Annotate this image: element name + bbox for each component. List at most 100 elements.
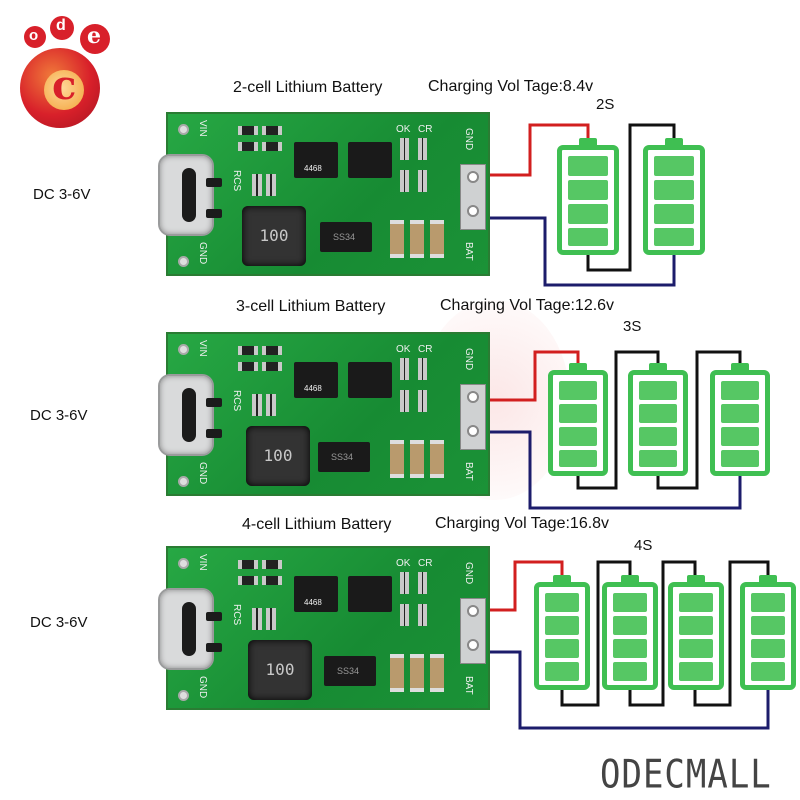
- battery-cell-1: [557, 138, 619, 255]
- silkscreen-ok: OK: [396, 558, 411, 569]
- wire-negative-4s: [488, 650, 770, 730]
- battery-cell-4: [740, 575, 796, 690]
- usb-c-port: [158, 154, 214, 236]
- board-component: [559, 427, 597, 446]
- board-component: [665, 138, 683, 145]
- inductor: 100: [242, 206, 306, 266]
- silkscreen-gnd: GND: [463, 128, 474, 151]
- board-component: [568, 228, 608, 246]
- board-component: [238, 362, 258, 371]
- board-component: [178, 476, 189, 487]
- board-component: [545, 639, 579, 658]
- board-component: [390, 220, 404, 258]
- battery-terminal: [460, 164, 486, 230]
- board-component: [759, 575, 777, 582]
- board-component: [410, 220, 424, 258]
- panel-1-charger-board: VIN RCS GND 4468 100 SS34 OK CR GND BAT: [158, 112, 490, 276]
- board-component: [731, 363, 749, 370]
- inductor: 100: [248, 640, 312, 700]
- board-component: [418, 390, 427, 412]
- board-component: [553, 575, 571, 582]
- board-component: [348, 362, 392, 398]
- board-component: [418, 572, 427, 594]
- silkscreen-ok: OK: [396, 124, 411, 135]
- battery-cell-2: [602, 575, 658, 690]
- wire-link-4s-2: [628, 560, 697, 707]
- board-component: [178, 690, 189, 701]
- silkscreen-diode: SS34: [337, 666, 360, 676]
- silkscreen-cr: CR: [418, 558, 433, 569]
- silkscreen-rcs: RCS: [231, 390, 242, 412]
- board-component: [44, 70, 84, 110]
- board-component: [178, 124, 189, 135]
- board-component: [178, 344, 189, 355]
- board-component: [639, 427, 677, 446]
- board-component: [430, 440, 444, 478]
- silkscreen-gnd: GND: [197, 242, 208, 265]
- battery-cell-3: [710, 363, 770, 476]
- board-component: [467, 391, 479, 403]
- panel-2-charging-voltage: Charging Vol Tage:12.6v: [440, 297, 615, 314]
- panel-1-input-voltage: DC 3-6V: [33, 186, 91, 203]
- board-component: [679, 662, 713, 681]
- wire-negative-3s: [488, 430, 742, 510]
- silkscreen-chip: 4468: [304, 598, 322, 607]
- wire-link-4s-1: [560, 560, 632, 707]
- board-component: [178, 558, 189, 569]
- board-component: [639, 381, 677, 400]
- board-component: [24, 26, 46, 48]
- board-component: [400, 390, 409, 412]
- board-component: [262, 362, 282, 371]
- silkscreen-chip: 4468: [304, 164, 322, 173]
- silkscreen-diode: SS34: [331, 452, 354, 462]
- panel-3-charging-voltage: Charging Vol Tage:16.8v: [435, 515, 610, 532]
- board-component: [206, 209, 222, 218]
- battery-cell-2: [628, 363, 688, 476]
- board-component: [206, 398, 222, 407]
- board-component: [80, 24, 110, 54]
- board-component: [751, 616, 785, 635]
- board-component: [262, 346, 282, 355]
- logo-letter-o: o: [29, 27, 39, 44]
- wire-link-2s-1: [586, 123, 676, 272]
- panel-3-series-label: 4S: [634, 537, 653, 554]
- board-component: [390, 654, 404, 692]
- board-component: [579, 138, 597, 145]
- board-component: [430, 654, 444, 692]
- panel-1-charging-voltage: Charging Vol Tage:8.4v: [428, 78, 594, 95]
- silkscreen-bat: BAT: [463, 462, 474, 481]
- panel-2-input-voltage: DC 3-6V: [30, 407, 88, 424]
- board-component: [569, 363, 587, 370]
- board-component: [751, 662, 785, 681]
- board-component: [649, 363, 667, 370]
- board-component: [294, 576, 338, 612]
- board-component: [721, 450, 759, 467]
- panel-2-title: 3-cell Lithium Battery: [236, 298, 386, 315]
- panel-3-title: 4-cell Lithium Battery: [242, 516, 392, 533]
- board-component: [721, 381, 759, 400]
- board-component: [751, 639, 785, 658]
- board-component: [721, 427, 759, 446]
- silkscreen-gnd: GND: [197, 676, 208, 699]
- board-component: [545, 616, 579, 635]
- panel-1-series-label: 2S: [596, 96, 615, 113]
- board-component: [320, 222, 372, 252]
- board-component: [418, 170, 427, 192]
- silkscreen-ok: OK: [396, 344, 411, 355]
- board-component: [418, 138, 427, 160]
- board-component: [639, 450, 677, 467]
- board-component: [390, 440, 404, 478]
- wire-negative-2s: [488, 216, 676, 287]
- silkscreen-gnd: GND: [463, 348, 474, 371]
- battery-cell-1: [548, 363, 608, 476]
- wire-positive-2s: [488, 123, 590, 177]
- board-component: [687, 575, 705, 582]
- battery-terminal: [460, 598, 486, 664]
- wire-link-3s-1: [576, 350, 660, 490]
- board-component: [639, 404, 677, 423]
- panel-2-series-label: 3S: [623, 318, 642, 335]
- board-component: [613, 616, 647, 635]
- board-component: [400, 170, 409, 192]
- board-component: [266, 394, 276, 416]
